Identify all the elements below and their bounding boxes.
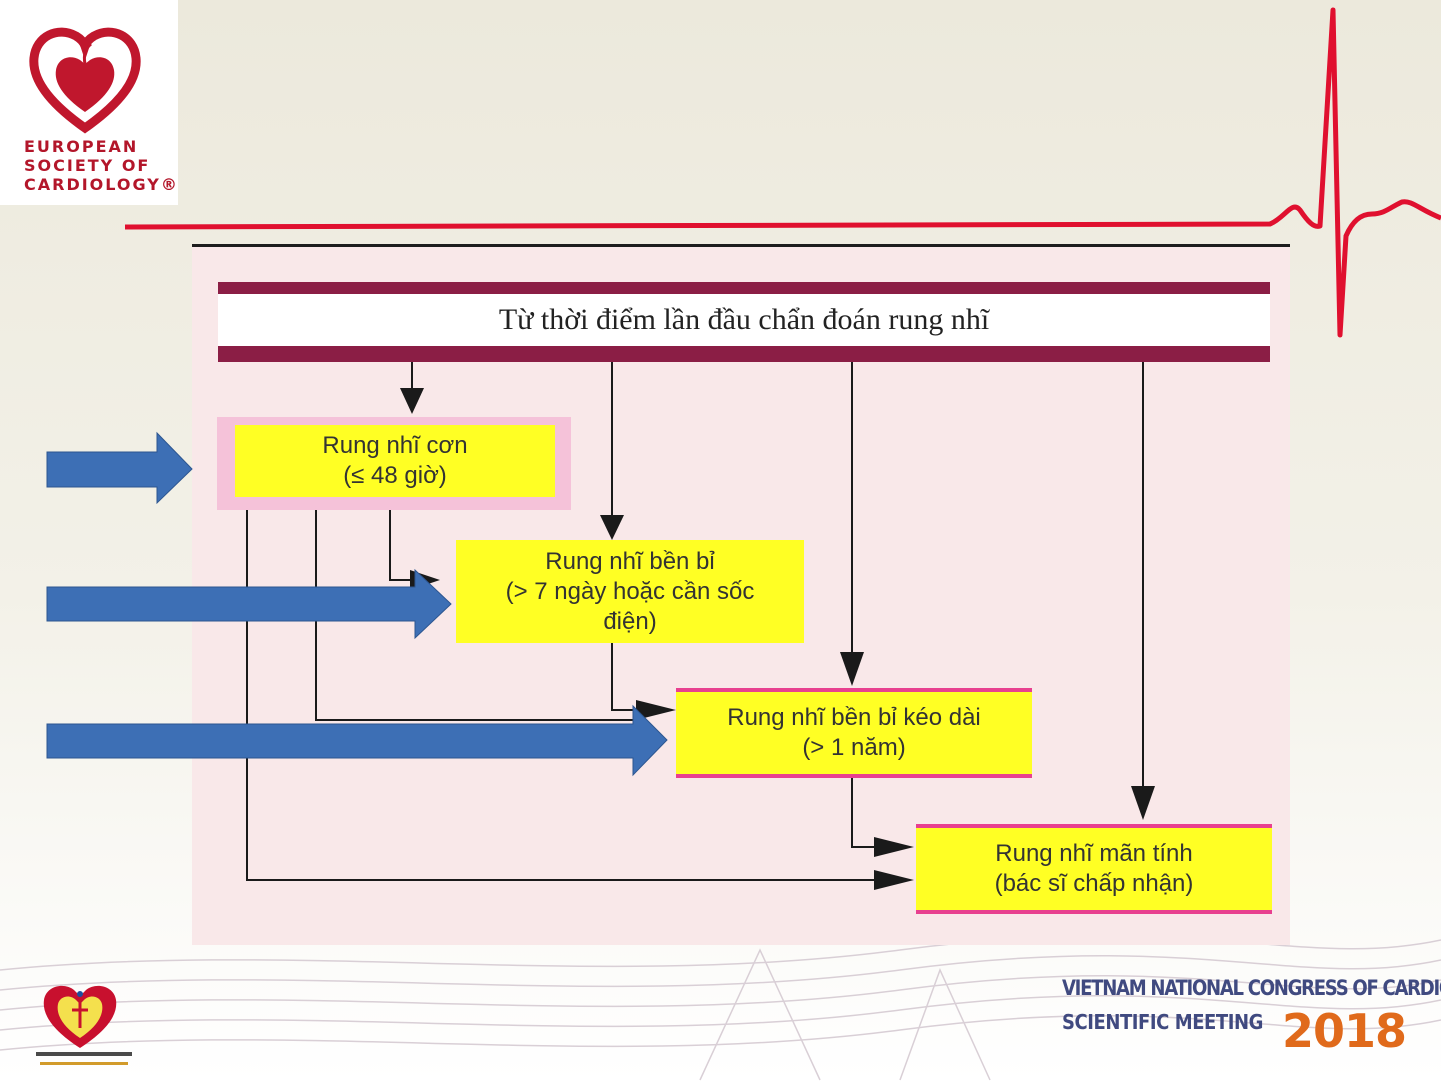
vnha-caption — [34, 1050, 134, 1072]
blue-arrow-2 — [47, 570, 451, 638]
blue-arrow-3 — [47, 706, 667, 775]
vnha-logo-icon — [38, 980, 122, 1052]
congress-title: VIETNAM NATIONAL CONGRESS OF CARDIOLOGY — [1062, 976, 1372, 1000]
vnha-caption-lines — [34, 1050, 134, 1070]
blue-arrow-1 — [47, 433, 192, 503]
congress-year: 2018 — [1282, 1004, 1406, 1058]
congress-branding: VIETNAM NATIONAL CONGRESS OF CARDIOLOGY … — [1062, 976, 1422, 1034]
